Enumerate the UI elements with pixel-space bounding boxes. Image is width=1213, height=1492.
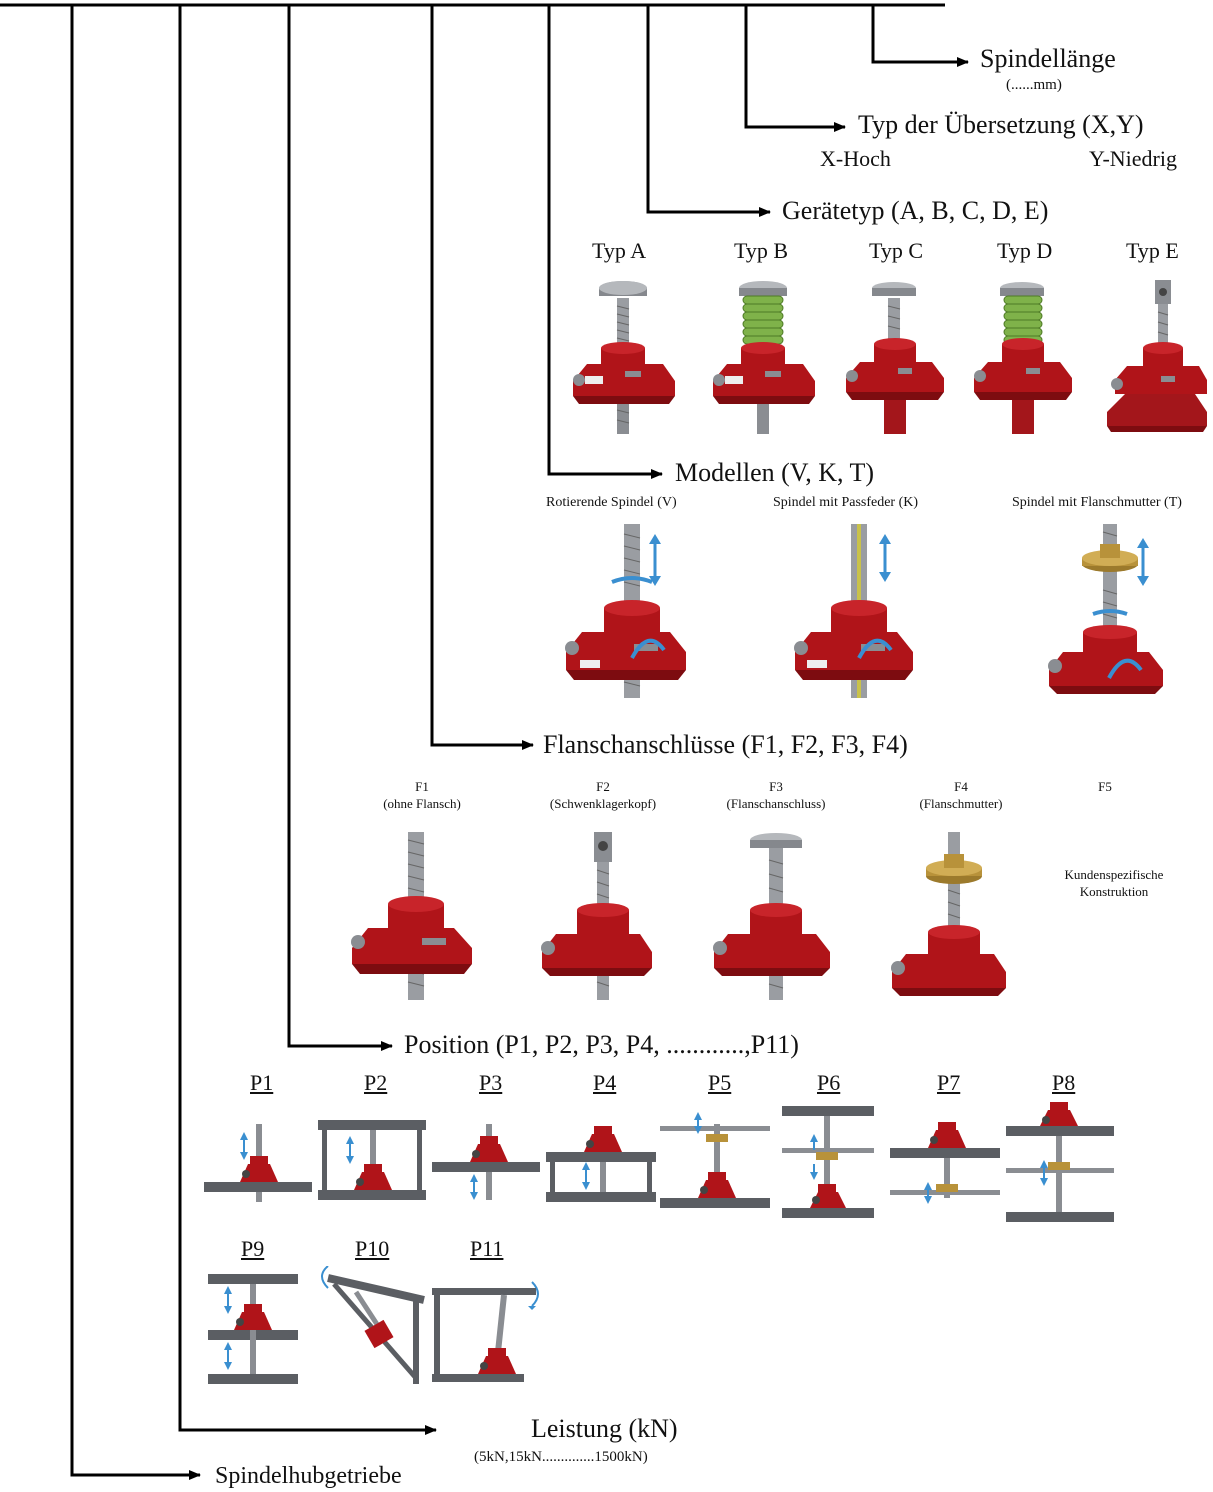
branch-flansch xyxy=(432,5,533,745)
p7-label: P7 xyxy=(937,1072,960,1094)
typ-a-label: Typ A xyxy=(592,240,646,262)
branch-uebersetzung xyxy=(746,5,845,127)
jack-clevis-end-icon xyxy=(540,830,655,1002)
typ-e-label: Typ E xyxy=(1126,240,1179,262)
position-p9-icon xyxy=(208,1270,298,1388)
jack-bellows-tube-icon xyxy=(970,276,1075,436)
geraetetyp-label: Gerätetyp (A, B, C, D, E) xyxy=(782,198,1048,224)
p4-label: P4 xyxy=(593,1072,616,1094)
f5-label: F5 xyxy=(1080,778,1130,795)
p8-label: P8 xyxy=(1052,1072,1075,1094)
jack-plain-end-icon xyxy=(350,830,475,1002)
keyed-spindle-jack-icon xyxy=(793,520,923,702)
position-p8-icon xyxy=(1006,1100,1114,1226)
p6-label: P6 xyxy=(817,1072,840,1094)
f4-desc: (Flanschmutter) xyxy=(896,795,1026,812)
modell-v-label: Rotierende Spindel (V) xyxy=(546,496,677,510)
custom-construction-note: Kundenspezifische Konstruktion xyxy=(1044,866,1184,900)
leistung-label: Leistung (kN) xyxy=(531,1416,678,1442)
jack-flange-plate-icon xyxy=(565,276,680,434)
flange-nut-jack-icon xyxy=(1045,520,1175,702)
p1-label: P1 xyxy=(250,1072,273,1094)
branch-leistung xyxy=(180,5,436,1430)
p3-label: P3 xyxy=(479,1072,502,1094)
p10-label: P10 xyxy=(355,1238,389,1260)
f3-label: F3 (Flanschanschluss) xyxy=(706,778,846,812)
branch-geraetetyp xyxy=(648,5,770,212)
f4-code: F4 xyxy=(896,778,1026,795)
spindellaenge-sub: (......mm) xyxy=(1006,78,1062,93)
position-p11-icon xyxy=(432,1276,544,1386)
flansch-label: Flanschanschlüsse (F1, F2, F3, F4) xyxy=(543,732,908,758)
branch-spindellaenge xyxy=(873,5,968,62)
f4-label: F4 (Flanschmutter) xyxy=(896,778,1026,812)
uebersetzung-x: X-Hoch xyxy=(820,148,891,170)
modell-t-label: Spindel mit Flanschmutter (T) xyxy=(1012,496,1182,510)
f3-code: F3 xyxy=(706,778,846,795)
uebersetzung-label: Typ der Übersetzung (X,Y) xyxy=(858,112,1144,138)
position-p3-icon xyxy=(432,1112,540,1204)
jack-flange-nut-icon xyxy=(890,830,1010,1002)
position-p6-icon xyxy=(782,1104,874,1220)
typ-d-label: Typ D xyxy=(997,240,1052,262)
f1-label: F1 (ohne Flansch) xyxy=(362,778,482,812)
f2-label: F2 (Schwenklagerkopf) xyxy=(528,778,678,812)
typ-c-label: Typ C xyxy=(869,240,923,262)
spindelhubgetriebe-label: Spindelhubgetriebe xyxy=(215,1464,402,1488)
f1-desc: (ohne Flansch) xyxy=(362,795,482,812)
p9-label: P9 xyxy=(241,1238,264,1260)
jack-flange-tube-icon xyxy=(842,276,947,436)
position-p10-icon xyxy=(316,1266,430,1390)
f2-desc: (Schwenklagerkopf) xyxy=(528,795,678,812)
uebersetzung-y: Y-Niedrig xyxy=(1089,148,1177,170)
f2-code: F2 xyxy=(528,778,678,795)
f3-desc: (Flanschanschluss) xyxy=(706,795,846,812)
position-p5-icon xyxy=(660,1112,770,1212)
position-p2-icon xyxy=(318,1112,426,1208)
jack-clevis-pivot-base-icon xyxy=(1105,276,1210,436)
position-p1-icon xyxy=(204,1112,312,1204)
p5-label: P5 xyxy=(708,1072,731,1094)
rotating-spindle-jack-icon xyxy=(560,520,695,702)
p2-label: P2 xyxy=(364,1072,387,1094)
jack-bellows-plate-icon xyxy=(705,276,820,434)
modelle-label: Modellen (V, K, T) xyxy=(675,460,874,486)
p11-label: P11 xyxy=(470,1238,503,1260)
f1-code: F1 xyxy=(362,778,482,795)
typ-b-label: Typ B xyxy=(734,240,788,262)
position-label: Position (P1, P2, P3, P4, ............,P… xyxy=(404,1032,799,1058)
jack-flange-end-icon xyxy=(712,830,832,1002)
leistung-sub: (5kN,15kN..............1500kN) xyxy=(474,1450,648,1465)
position-p7-icon xyxy=(890,1112,1000,1208)
spindellaenge-label: Spindellänge xyxy=(980,46,1116,72)
f5-code: F5 xyxy=(1080,778,1130,795)
position-p4-icon xyxy=(546,1112,656,1208)
modell-k-label: Spindel mit Passfeder (K) xyxy=(773,496,918,510)
